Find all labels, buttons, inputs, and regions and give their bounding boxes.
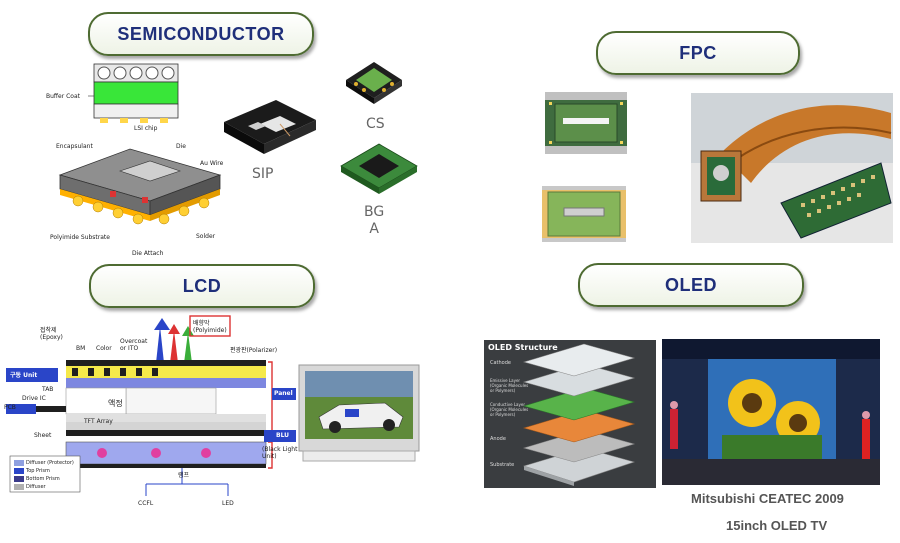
bga-package-image [340,143,418,194]
lcd-diffuser-protector-label: Diffuser (Protector) [26,460,74,466]
bga-label: BG A [364,204,385,237]
die-attach-label: Die Attach [132,250,164,257]
lcd-title: LCD [89,264,315,308]
sip-label: SIP [252,166,274,182]
oled-title: OLED [578,263,804,307]
lcd-panel-label: Panel [274,390,293,397]
lcd-color-label: Color [96,345,112,352]
sip-package-image [224,100,316,154]
lcd-bottom-prism-label: Bottom Prism [26,476,60,482]
lcd-cross-section-diagram [6,315,296,496]
lcd-top-prism-label: Top Prism [26,468,50,474]
flip-chip-cross-section [88,63,179,123]
fpc-flex-cable-photo [691,93,893,243]
fpc-image-1 [545,92,627,154]
lcd-tv-image [298,364,420,462]
solder-label: Solder [196,233,216,240]
buffer-coat-label: Buffer Coat [46,93,81,100]
lcd-sheet-label: Sheet [34,432,52,439]
au-wire-label: Au Wire [200,160,224,167]
oled-conductive-layer-label: Conductive Layer (Organic Molecules or P… [490,402,529,417]
package-cross-section [58,148,222,225]
fpc-image-2 [542,186,626,242]
oled-caption-line2: 15inch OLED TV [726,518,828,533]
lcd-drive-ic-label: Drive IC [22,395,46,402]
oled-structure-title: OLED Structure [488,343,558,352]
fpc-title: FPC [596,31,800,75]
lcd-unit-label: 구동 Unit [10,372,38,379]
oled-tv-exhibit-photo [662,339,880,485]
oled-cathode-label: Cathode [490,360,511,366]
lcd-led-label: LED [222,500,234,507]
lcd-overcoat-label: Overcoat or ITO [120,338,148,352]
die-label: Die [176,143,186,150]
semiconductor-title: SEMICONDUCTOR [88,12,314,56]
encapsulant-label: Encapsulant [56,143,93,150]
lcd-ccfl-label: CCFL [138,500,154,507]
csp-package-image [346,62,402,104]
lcd-tft-array-label: TFT Array [84,418,113,425]
lcd-diffuser-label: Diffuser [26,484,46,490]
lcd-bm-label: BM [76,345,86,352]
lcd-polyimide-label: 배향막 (Polyimide) [193,320,227,334]
lcd-pcb-label: PCB [4,404,16,411]
lsi-chip-label: LSI chip [134,125,158,132]
lcd-liquid-crystal-label: 액정 [108,399,123,408]
lcd-blu-label: BLU [276,432,290,439]
lcd-epoxy-label: 접착제 (Epoxy) [40,327,63,341]
oled-anode-label: Anode [490,436,506,442]
oled-substrate-label: Substrate [490,462,515,468]
lcd-polarizer-label: 편광판(Polarizer) [230,347,278,354]
csp-label: CS P [366,116,385,132]
oled-caption-line1: Mitsubishi CEATEC 2009 [691,491,844,506]
polyimide-substrate-label: Polyimide Substrate [50,234,110,241]
lcd-blu-full-label: (Black Light Unit) [262,446,298,460]
lcd-tab-label: TAB [42,386,54,393]
oled-emissive-layer-label: Emissive Layer (Organic Molecules or Pol… [490,378,529,393]
lcd-lamp-label: 램프 [178,472,190,479]
oled-structure-diagram [484,340,656,488]
